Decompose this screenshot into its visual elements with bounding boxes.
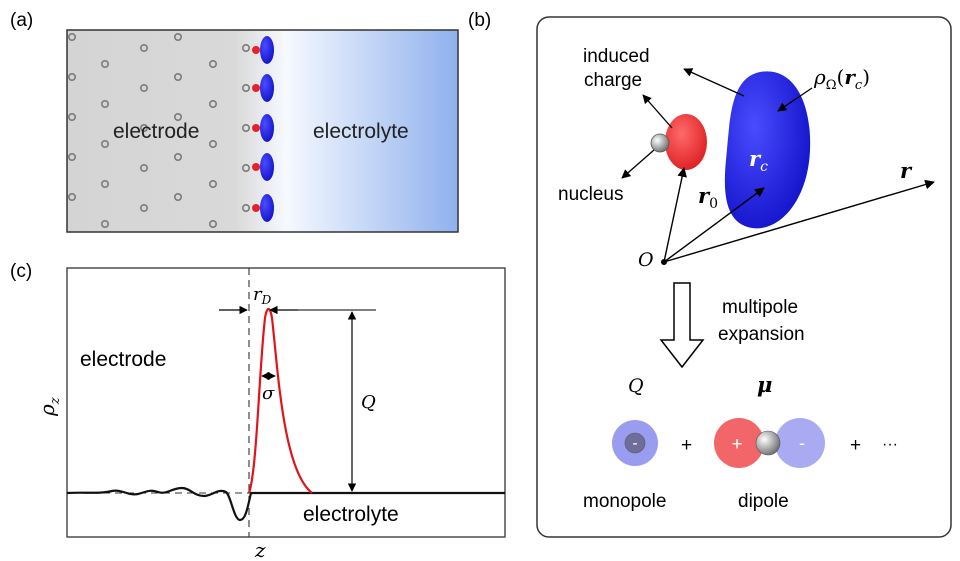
induced-charge-red-blob xyxy=(665,114,707,170)
rD-label: rD xyxy=(253,284,272,307)
electrode-atom xyxy=(174,73,183,82)
electrode-atom xyxy=(174,32,183,41)
electrode-atom xyxy=(68,153,77,162)
electrode-atom xyxy=(174,153,183,162)
interface-blue-charge xyxy=(260,114,274,142)
dipole-label: dipole xyxy=(738,491,789,512)
r-label: r xyxy=(900,158,913,183)
nucleus-arrow xyxy=(621,149,655,179)
electrode-atom xyxy=(242,204,251,213)
induced-charge-arrow-blue xyxy=(683,68,745,97)
dipole-minus-sign: - xyxy=(799,433,805,453)
electrode-density-curve xyxy=(66,486,505,522)
electrode-atom xyxy=(174,193,183,202)
r0-vector xyxy=(663,167,687,263)
electrode-atom xyxy=(209,220,218,229)
dipole-mu-label: μ xyxy=(757,372,772,397)
electrode-atom xyxy=(209,180,218,189)
dipole-nucleus xyxy=(755,430,781,456)
electrode-atom xyxy=(68,73,77,82)
electrode-atom xyxy=(101,180,110,189)
electrode-atom xyxy=(101,220,110,229)
interface-blue-charge xyxy=(260,36,274,64)
electrode-atom xyxy=(101,100,110,109)
electrode-atom xyxy=(101,59,110,68)
electrode-atom xyxy=(242,124,251,133)
electrode-atom xyxy=(209,140,218,149)
plus-sign-2: + xyxy=(850,435,861,456)
electrolyte-label: electrolyte xyxy=(313,120,409,143)
monopole-Q-label: Q xyxy=(628,375,644,397)
panel-a: (a) electrode electrolyte xyxy=(10,10,459,233)
induced-charge-blue-blob xyxy=(724,71,811,229)
dipole-positive-lobe xyxy=(714,418,764,468)
expansion-down-arrow xyxy=(659,282,705,369)
interface-blue-charge xyxy=(260,194,274,222)
interface-blue-charge xyxy=(260,74,274,102)
plot-frame xyxy=(66,267,506,538)
monopole-label: monopole xyxy=(583,491,666,512)
panel-b: (b) induced charge ρΩ(rc) nucleus O r0 r… xyxy=(468,10,952,538)
electrode-atom-grid xyxy=(68,32,251,229)
induced-charge-arrow-red xyxy=(642,94,673,129)
interface-blue-charge xyxy=(260,153,274,181)
r0-label: r0 xyxy=(698,183,718,212)
interface-red-charge xyxy=(252,46,260,54)
electrode-atom xyxy=(68,32,77,41)
rc-vector xyxy=(663,187,765,263)
nucleus-label: nucleus xyxy=(558,184,624,205)
electrode-atom xyxy=(68,113,77,122)
electrode-atom xyxy=(209,100,218,109)
interface-red-charge xyxy=(252,84,260,92)
ellipsis: ··· xyxy=(882,436,898,453)
electrode-atom xyxy=(140,164,149,173)
Q-label: Q xyxy=(361,392,376,413)
interface-red-charge xyxy=(252,204,260,212)
expansion-label-line2: expansion xyxy=(718,324,805,345)
sigma-label: σ xyxy=(262,383,275,404)
nucleus-sphere xyxy=(650,133,670,153)
dipole-negative-lobe xyxy=(775,418,825,468)
electrode-atom xyxy=(140,43,149,52)
monopole-core xyxy=(624,432,646,454)
interface-charge-column xyxy=(252,36,274,222)
electrode-atom xyxy=(101,140,110,149)
electrode-label: electrode xyxy=(113,120,199,143)
origin-label: O xyxy=(638,249,654,271)
monopole-sign: - xyxy=(632,435,637,452)
panel-b-frame xyxy=(536,16,952,538)
panel-a-tag: (a) xyxy=(10,10,33,31)
electrode-atom xyxy=(140,204,149,213)
electrode-atom xyxy=(242,84,251,93)
electrode-atom xyxy=(174,113,183,122)
r-vector xyxy=(663,179,935,263)
induced-charge-label-line1: induced xyxy=(583,46,650,67)
rc-label: rc xyxy=(749,146,768,175)
rho-omega-label: ρΩ(rc) xyxy=(813,65,870,93)
plus-sign-1: + xyxy=(681,435,692,456)
interface-red-charge xyxy=(252,163,260,171)
electrode-atom xyxy=(209,59,218,68)
panel-b-tag: (b) xyxy=(468,10,491,31)
y-axis-label: ρz xyxy=(35,397,63,417)
electrode-atom xyxy=(242,43,251,52)
electrode-atom xyxy=(140,84,149,93)
interface-red-charge xyxy=(252,124,260,132)
electrode-atom xyxy=(68,193,77,202)
electrode-atom xyxy=(140,124,149,133)
gaussian-charge-curve xyxy=(247,307,313,494)
x-axis-label: z xyxy=(254,538,266,561)
induced-charge-label-line2: charge xyxy=(584,70,642,91)
expansion-label-line1: multipole xyxy=(722,297,798,318)
panel-c: (c) rD σ Q electrode electrolyte ρz z xyxy=(10,261,506,561)
panel-c-tag: (c) xyxy=(10,261,32,282)
dipole-plus-sign: + xyxy=(731,434,742,455)
electrode-atom xyxy=(242,164,251,173)
electrode-region-label: electrode xyxy=(80,348,166,371)
electrolyte-region-label: electrolyte xyxy=(303,503,399,526)
rho-label-arrow xyxy=(777,87,813,112)
